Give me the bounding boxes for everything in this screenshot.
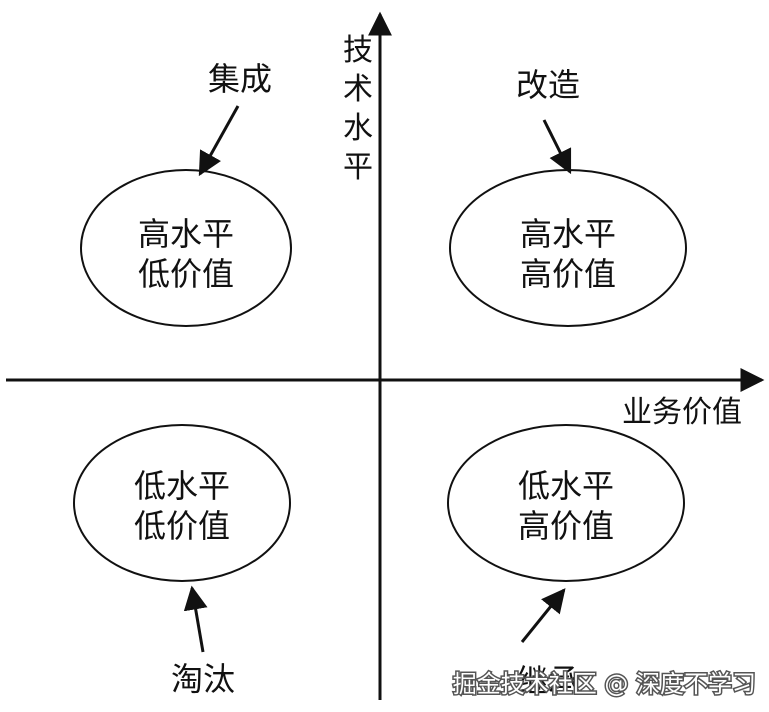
action-label-eliminate: 淘汰 [171, 660, 235, 698]
y-axis-label-char-1: 技 [343, 33, 373, 68]
quadrant-top-right-line1: 高水平 [520, 215, 616, 253]
quadrant-bottom-left-ellipse [73, 424, 291, 582]
action-label-integrate: 集成 [208, 60, 272, 98]
quadrant-bottom-left-line1: 低水平 [134, 467, 230, 505]
arrow-eliminate [183, 585, 208, 653]
y-axis-label-char-2: 术 [343, 72, 373, 107]
quadrant-top-left-line2: 低价值 [138, 255, 234, 293]
quadrant-top-left-line1: 高水平 [138, 215, 234, 253]
watermark-text: 掘金技术社区 @ 深度不学习 [453, 670, 756, 698]
quadrant-bottom-left-line2: 低价值 [134, 507, 230, 545]
arrow-integrate [198, 105, 240, 177]
action-label-refactor: 改造 [516, 66, 580, 104]
quadrant-bottom-right-ellipse [447, 424, 685, 582]
y-axis-label-char-4: 平 [343, 150, 373, 185]
arrow-inherit [520, 588, 566, 643]
arrow-refactor [542, 119, 572, 175]
quadrant-top-right-line2: 高价值 [520, 255, 616, 293]
x-axis-label: 业务价值 [622, 395, 742, 430]
quadrant-bottom-right-line1: 低水平 [518, 467, 614, 505]
y-axis-label-char-3: 水 [343, 111, 373, 146]
quadrant-top-left-ellipse [80, 169, 292, 327]
action-label-inherit: 继承 [516, 662, 580, 700]
quadrant-bottom-right-line2: 高价值 [518, 507, 614, 545]
